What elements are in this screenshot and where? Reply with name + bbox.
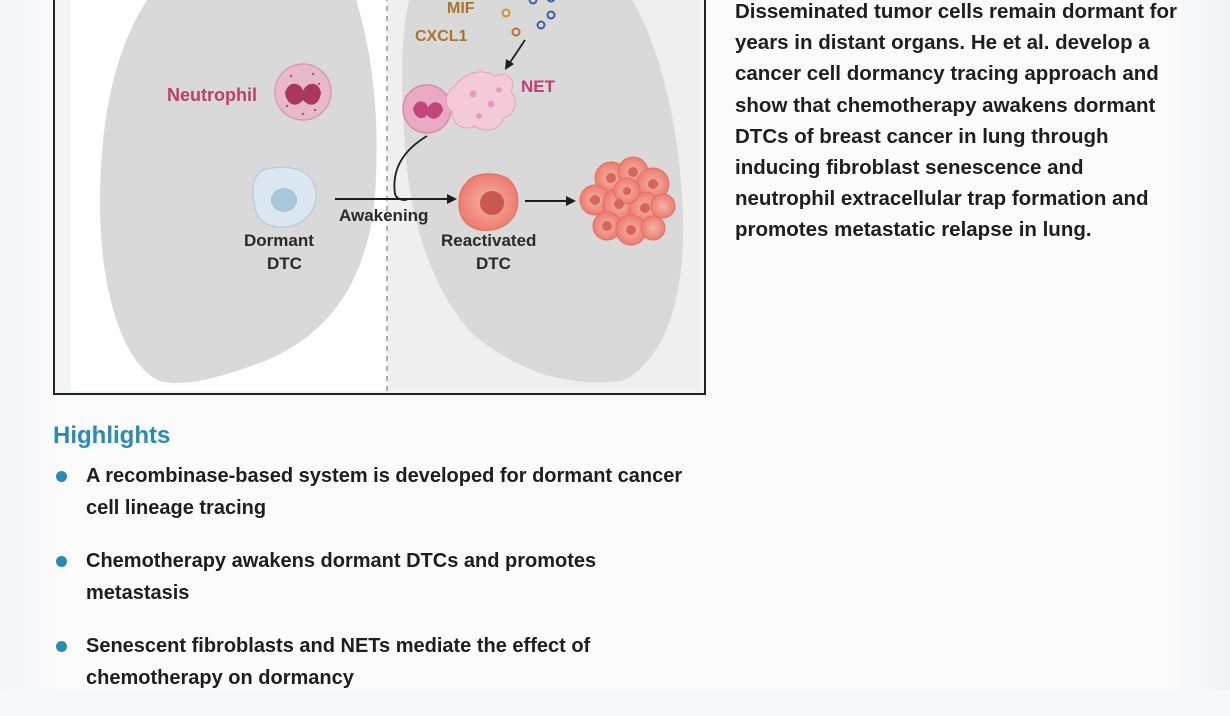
- highlights-list: A recombinase-based system is developed …: [53, 461, 693, 716]
- awakening-label: Awakening: [339, 206, 428, 225]
- cytokine-dots: [501, 0, 556, 37]
- highlight-item: Chemotherapy awakens dormant DTCs and pr…: [53, 546, 693, 609]
- net-neutrophil-icon: [402, 84, 452, 134]
- graphical-abstract-svg: Neutrophil Dormant DTC Awakening MIF CXC…: [71, 0, 700, 391]
- reactivated-dtc-icon: [458, 173, 519, 231]
- metastasis-nuclei: [590, 167, 658, 235]
- highlight-text: Senescent fibroblasts and NETs mediate t…: [86, 635, 591, 689]
- reactivated-label-line2: DTC: [476, 254, 511, 273]
- graphical-abstract-figure: Neutrophil Dormant DTC Awakening MIF CXC…: [53, 0, 706, 395]
- cytokine-arrowhead: [505, 59, 514, 70]
- bullet-dot-icon: [56, 556, 67, 567]
- net-structure-icon: [446, 71, 516, 131]
- summary-paragraph: Disseminated tumor cells remain dormant …: [735, 0, 1178, 242]
- cxcl1-label: CXCL1: [415, 28, 468, 45]
- mif-label: MIF: [447, 0, 475, 17]
- highlight-item: A recombinase-based system is developed …: [53, 461, 693, 524]
- reactivated-label-line1: Reactivated: [441, 231, 536, 250]
- net-label: NET: [521, 77, 556, 96]
- highlights-heading: Highlights: [53, 422, 171, 449]
- net-connector-curve: [393, 135, 428, 201]
- dormant-label-line1: Dormant: [244, 231, 314, 250]
- neutrophil-icon: [274, 63, 332, 121]
- cytokine-arrow: [508, 39, 526, 65]
- highlight-text: Chemotherapy awakens dormant DTCs and pr…: [86, 550, 597, 604]
- growth-arrowhead: [566, 196, 576, 206]
- highlight-text: A recombinase-based system is developed …: [86, 465, 683, 519]
- bullet-dot-icon: [56, 471, 67, 482]
- awakening-arrowhead: [447, 194, 457, 204]
- neutrophil-label: Neutrophil: [167, 85, 257, 105]
- dormant-label-line2: DTC: [267, 254, 302, 273]
- dormant-dtc-icon: [252, 166, 317, 228]
- highlight-item: Senescent fibroblasts and NETs mediate t…: [53, 631, 693, 694]
- bullet-dot-icon: [56, 641, 67, 652]
